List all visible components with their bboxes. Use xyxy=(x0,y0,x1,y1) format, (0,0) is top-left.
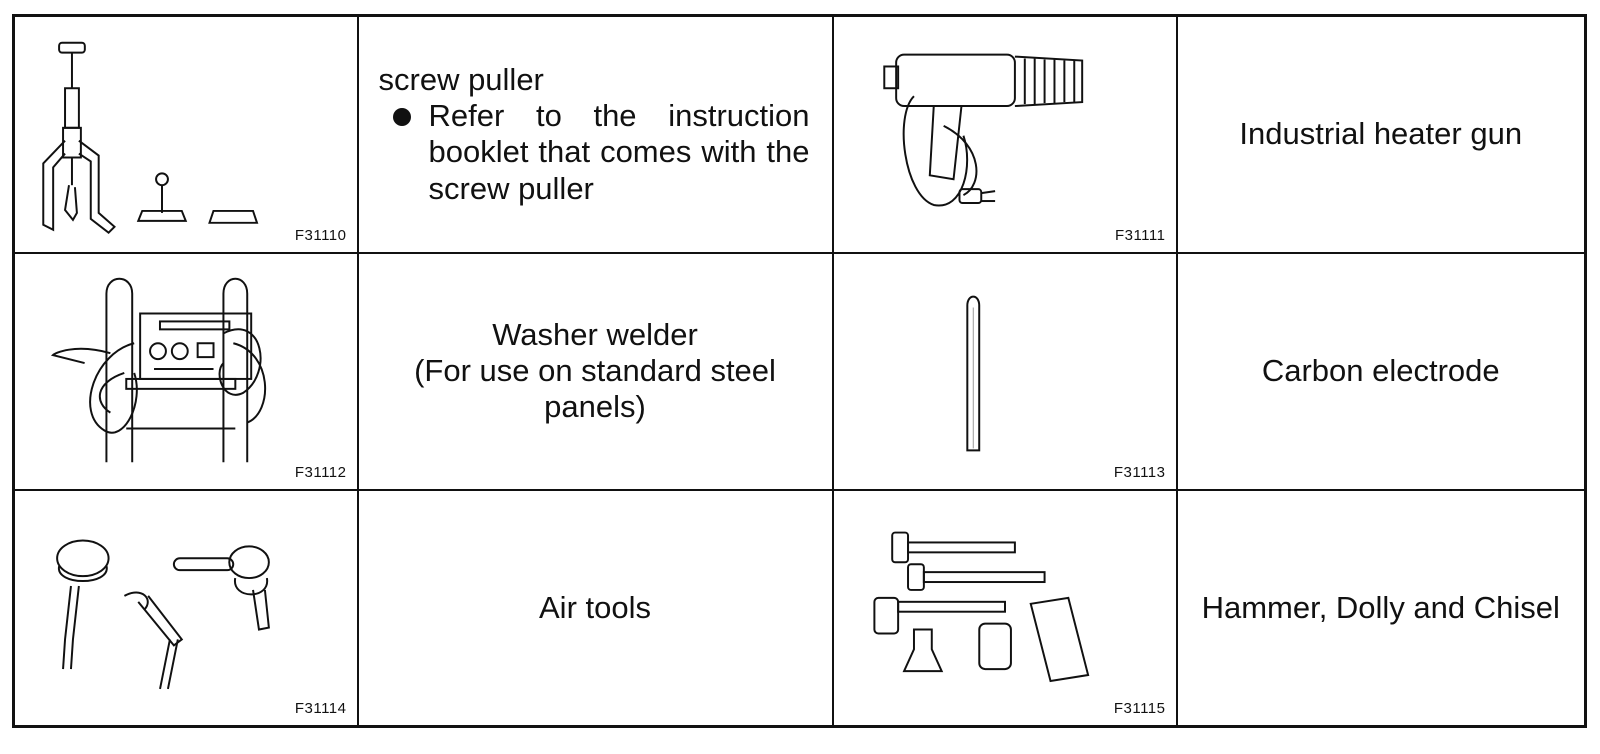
hammer-dolly-chisel-icon xyxy=(872,531,1089,682)
table-row: F31114 Air tools F31115 Hammer, Dolly an… xyxy=(12,488,1587,728)
figure-code: F31111 xyxy=(1114,226,1166,244)
bullet-icon xyxy=(392,107,411,126)
figure-code: F31114 xyxy=(294,700,347,717)
washer-welder-icon xyxy=(50,277,267,462)
description-cell: Hammer, Dolly and Chisel xyxy=(1175,488,1587,728)
figure-cell: F31111 xyxy=(831,14,1178,254)
item-label: Hammer, Dolly and Chisel xyxy=(1201,589,1560,625)
item-sublabel: (For use on standard steel panels) xyxy=(414,352,776,425)
figure-code: F31115 xyxy=(1113,700,1166,717)
description-cell: Air tools xyxy=(356,488,834,728)
figure-cell: F31114 xyxy=(12,488,359,728)
figure-code: F31112 xyxy=(294,463,347,481)
item-label: Air tools xyxy=(539,589,651,625)
air-tools-icon xyxy=(56,538,270,689)
description-cell: screw puller Refer to the instruction bo… xyxy=(356,14,834,254)
item-label: Carbon electrode xyxy=(1261,352,1500,388)
figure-cell: F31113 xyxy=(831,251,1178,491)
screw-puller-icon xyxy=(42,41,259,235)
item-label: Industrial heater gun xyxy=(1239,116,1523,152)
figure-code: F31113 xyxy=(1113,463,1166,481)
carbon-electrode-icon xyxy=(965,295,980,451)
figure-cell: F31115 xyxy=(831,488,1178,728)
table-row: F31110 screw puller Refer to the instruc… xyxy=(12,14,1587,254)
table-row: F31112 Washer welder (For use on standar… xyxy=(12,251,1587,491)
tools-table: F31110 screw puller Refer to the instruc… xyxy=(12,14,1587,728)
figure-cell: F31110 xyxy=(12,14,359,254)
item-title: screw puller xyxy=(378,61,544,97)
item-note: Refer to the instruction booklet that co… xyxy=(428,97,810,206)
description-cell: Carbon electrode xyxy=(1175,251,1587,491)
figure-code: F31110 xyxy=(294,226,347,244)
item-label: Washer welder xyxy=(492,316,698,352)
heater-gun-icon xyxy=(882,53,1083,207)
figure-cell: F31112 xyxy=(12,251,359,491)
description-cell: Washer welder (For use on standard steel… xyxy=(356,251,834,491)
description-cell: Industrial heater gun xyxy=(1175,14,1587,254)
